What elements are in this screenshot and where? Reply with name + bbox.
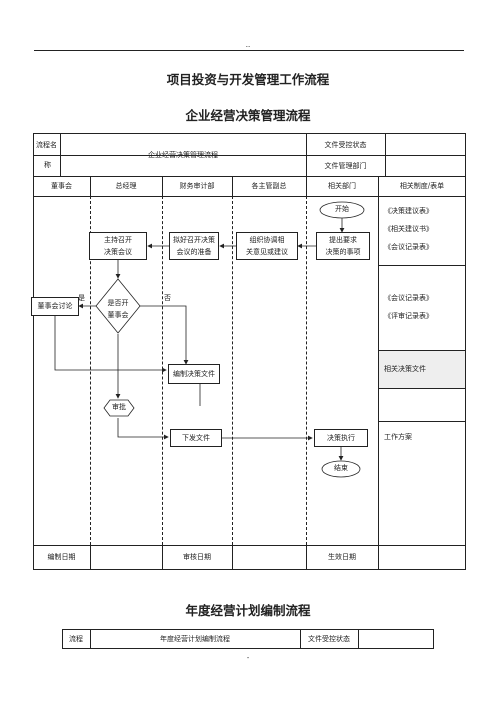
col-header-gm: 总经理 <box>115 182 137 190</box>
col-header-finance: 财务审计部 <box>179 182 215 190</box>
end-oval <box>321 460 361 478</box>
table2-doc-status: 文件受控状态 <box>308 635 350 643</box>
review-date-label: 审核日期 <box>183 553 211 561</box>
form-item: 《评审记录表》 <box>384 312 433 320</box>
header-mark: .. <box>245 41 251 49</box>
form-item: 《会议记录表》 <box>384 243 433 251</box>
form-item: 《会议记录表》 <box>384 294 433 302</box>
edit-date-label: 编制日期 <box>47 553 76 561</box>
prepare-meeting-node: 拟好召开决策会议的准备 <box>169 232 219 260</box>
section-title-decision: 企业经营决策管理流程 <box>185 108 311 123</box>
effective-date-label: 生效日期 <box>328 553 356 561</box>
decision-flow-table <box>33 133 466 570</box>
header-rule <box>34 50 464 51</box>
form-item: 《相关建议书》 <box>384 225 433 233</box>
propose-items-node: 提出要求决策的事项 <box>316 232 370 260</box>
doc-status-label: 文件受控状态 <box>324 141 367 149</box>
yes-label: 是 <box>78 294 85 302</box>
form-item: 《决策建议表》 <box>384 207 433 215</box>
approve-hexagon <box>103 399 135 417</box>
table2-flow-label: 流程 <box>69 635 83 643</box>
decision-diamond <box>95 278 141 334</box>
annual-plan-table <box>62 629 434 649</box>
board-discuss-node: 董事会讨论 <box>31 297 79 316</box>
issue-doc-node: 下发文件 <box>170 429 222 447</box>
decision-node: 是否开董事会 <box>107 299 129 319</box>
start-oval <box>319 201 365 219</box>
forms-highlight-cell <box>379 351 465 388</box>
flow-name-label-a: 流程名 <box>36 141 57 149</box>
page-title: 项目投资与开发管理工作流程 <box>166 72 330 87</box>
lane-divider <box>232 196 233 545</box>
col-header-depts: 相关部门 <box>328 182 356 190</box>
form-item: 相关决策文件 <box>384 365 426 373</box>
col-header-forms: 相关制度/表单 <box>399 182 445 190</box>
host-meeting-node: 主持召开决策会议 <box>89 232 147 260</box>
flow-name-value: 企业经营决策管理流程 <box>148 151 218 159</box>
table2-flow-name: 年度经营计划编制流程 <box>160 635 230 643</box>
end-node: 结束 <box>334 464 348 472</box>
flow-name-label-b: 称 <box>44 161 51 169</box>
approve-node: 审批 <box>112 403 126 411</box>
section-title-annual-plan: 年度经营计划编制流程 <box>185 603 311 618</box>
col-header-board: 董事会 <box>51 182 72 190</box>
lane-divider <box>306 196 307 545</box>
doc-dept-label: 文件管理部门 <box>324 162 367 170</box>
execute-node: 决策执行 <box>314 429 368 447</box>
compile-doc-node: 编制决策文件 <box>168 364 220 384</box>
col-header-vp: 各主管副总 <box>251 182 287 190</box>
no-label: 否 <box>164 294 171 302</box>
form-item: 工作方案 <box>384 433 412 441</box>
start-node: 开始 <box>335 205 349 213</box>
organize-opinions-node: 组织协调相关意见或建议 <box>236 232 298 260</box>
footer-mark: - <box>246 654 250 662</box>
lane-divider <box>90 196 91 545</box>
